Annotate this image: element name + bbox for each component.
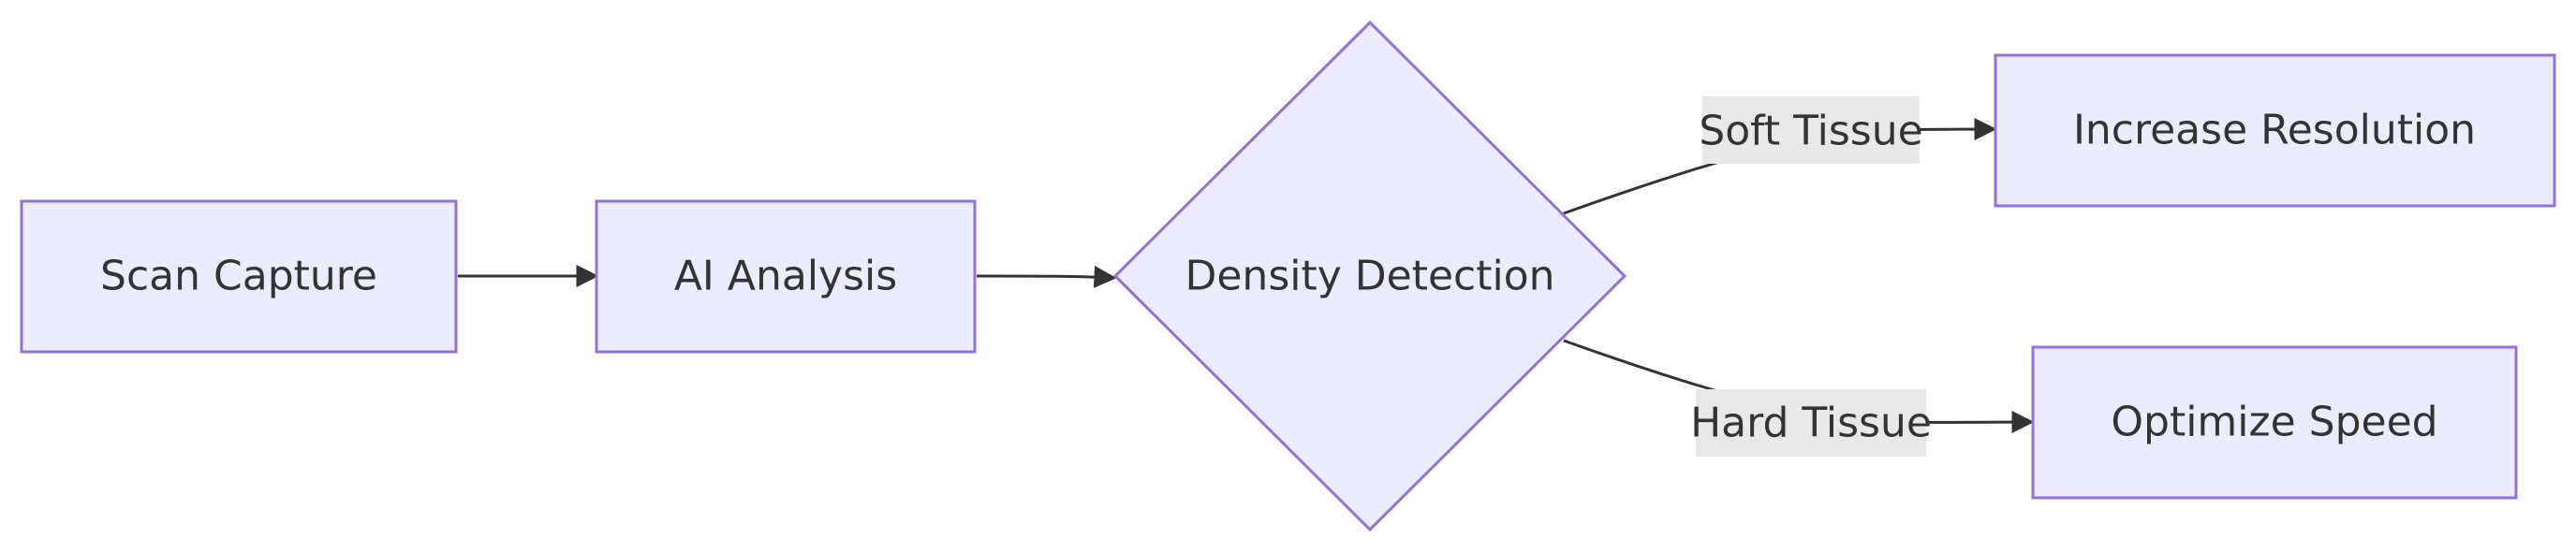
edge-label-soft-tissue-bg	[1702, 96, 1920, 164]
edge-label-hard-tissue: Hard Tissue	[1690, 389, 1932, 457]
node-density-detection-label: Density Detection	[1185, 253, 1554, 300]
node-ai-analysis-box	[595, 199, 977, 354]
node-increase-resolution-box	[1994, 53, 2556, 208]
node-scan-capture-label: Scan Capture	[100, 253, 377, 300]
node-increase-resolution-label: Increase Resolution	[2073, 107, 2476, 154]
edge-ai-to-density	[976, 265, 1117, 288]
node-density-detection: Density Detection	[1112, 20, 1627, 532]
node-optimize-speed-label: Optimize Speed	[2111, 399, 2437, 446]
edge-label-hard-tissue-bg	[1696, 389, 1926, 457]
node-optimize-speed-box	[2031, 345, 2518, 500]
edge-label-soft-tissue-text: Soft Tissue	[1699, 108, 1922, 155]
node-scan-capture: Scan Capture	[20, 199, 458, 354]
edge-label-soft-tissue: Soft Tissue	[1699, 96, 1923, 164]
node-scan-capture-box	[20, 199, 458, 354]
node-optimize-speed: Optimize Speed	[2031, 345, 2518, 500]
node-increase-resolution: Increase Resolution	[1994, 53, 2556, 208]
node-ai-analysis-label: AI Analysis	[674, 253, 897, 300]
edge-label-hard-tissue-text: Hard Tissue	[1690, 400, 1932, 447]
node-ai-analysis: AI Analysis	[595, 199, 977, 354]
node-density-detection-diamond	[1112, 20, 1627, 532]
